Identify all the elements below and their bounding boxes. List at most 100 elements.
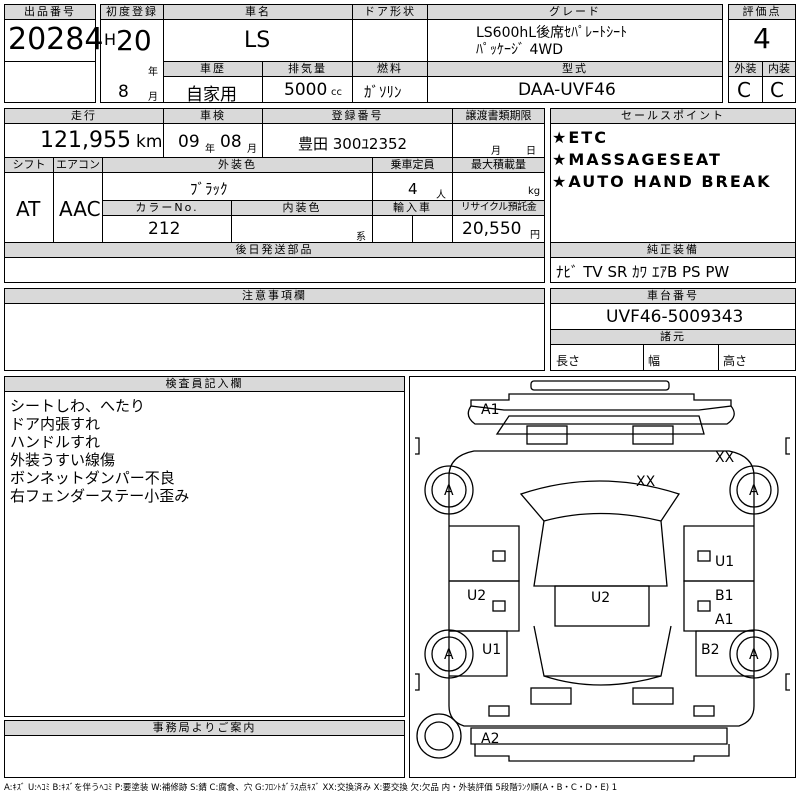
car-diagram-box [409,376,796,778]
ext-color-header: 外装色 [102,157,373,173]
first-reg-year-unit: 年 [148,67,158,78]
inspector-note-2: ドア内張すれ [10,415,101,433]
mark-wheel-fl: A [444,483,454,499]
notes-header: 注意事項欄 [4,288,545,304]
car-diagram: A1 XX XX U2 U2 U1 U1 B1 A1 B2 A2 A A A A [415,380,790,762]
lot-number: 20284 [8,22,104,57]
inspection-header: 車検 [163,108,263,124]
first-reg-header: 初度登録 [100,4,164,20]
first-reg-month: 8 [118,82,129,102]
capacity-header: 乗車定員 [372,157,453,173]
aircon-value: AAC [59,197,101,221]
lot-no-lower-box [4,61,96,103]
transfer-day-unit: 日 [526,146,536,157]
car-name: LS [244,28,271,53]
sales-point-1: ★ETC [552,128,608,147]
mark-wheel-rr: A [749,647,759,663]
fuel-header: 燃料 [352,61,428,77]
first-reg-year: 20 [116,24,152,57]
height-label: 高さ [723,354,748,368]
inspector-note-3: ハンドルすれ [10,433,101,451]
displacement-unit: cc [331,87,342,98]
mark-left-front-door: U2 [467,588,486,604]
score-header: 評価点 [728,4,796,20]
mark-right-front-fender: XX [715,450,735,466]
mark-right-door-1: U1 [715,554,734,570]
score-value: 4 [753,22,771,55]
car-name-header: 車名 [163,4,353,20]
aircon-header: エアコン [53,157,103,173]
sales-points-header: セールスポイント [550,108,796,124]
capacity-value: 4 [408,180,418,198]
genuine-equip-header: 純正装備 [550,242,796,258]
grade-header: グレード [427,4,723,20]
max-load-unit: kg [528,186,541,197]
inspection-year: 09 [178,132,200,152]
sales-point-3: ★AUTO HAND BREAK [552,172,772,191]
grade-line-2: ﾊﾟｯｹｰｼﾞ 4WD [476,42,563,58]
grade-line-1: LS600hL後席ｾﾊﾟﾚｰﾄｼｰﾄ [476,25,628,41]
exterior-grade: C [737,78,751,102]
history-value: 自家用 [186,85,237,105]
model-header: 型式 [427,61,723,77]
model-value: DAA-UVF46 [518,80,616,100]
displacement-value: 5000 [284,80,328,100]
max-load-header: 最大積載量 [452,157,545,173]
door-header: ドア形状 [352,4,428,20]
mark-right-rear-door: B2 [701,642,720,658]
sales-point-2: ★MASSAGESEAT [552,150,722,169]
inspector-note-6: 右フェンダーステー小歪み [10,487,190,505]
mileage-unit: km [136,132,163,152]
inspection-month: 08 [220,132,242,152]
first-reg-era: H [104,30,117,49]
inspector-note-1: シートしわ、へたり [10,397,146,415]
interior-grade: C [770,78,784,102]
mark-left-rear-door: U1 [482,642,501,658]
exterior-header: 外装 [728,61,763,77]
mark-wheel-fr: A [749,483,759,499]
chassis-header: 車台番号 [550,288,796,304]
width-label: 幅 [648,354,661,368]
mark-roof: U2 [591,590,610,606]
dimensions-divider-1 [643,345,644,371]
recycle-header: リサイクル預託金 [452,200,545,216]
history-header: 車歴 [163,61,263,77]
inspector-note-4: 外装うすい線傷 [10,451,116,469]
length-label: 長さ [556,354,581,368]
shift-value: AT [16,197,41,221]
mark-right-door-3: A1 [715,612,733,628]
mark-front-bumper: A1 [481,402,499,418]
recycle-value: 20,550 [462,219,522,239]
displacement-header: 排気量 [262,61,353,77]
mark-rear-bumper: A2 [481,731,499,747]
transfer-due-header: 譲渡書類期限 [452,108,545,124]
transfer-month-unit: 月 [491,146,501,157]
lot-no-header: 出品番号 [4,4,96,20]
office-info-header: 事務局よりご案内 [4,720,405,736]
mileage-header: 走行 [4,108,164,124]
int-color-header: 内装色 [231,200,373,216]
mark-right-door-2: B1 [715,588,734,604]
inspection-year-unit: 年 [205,144,215,155]
interior-header: 内装 [762,61,796,77]
dimensions-divider-2 [718,345,719,371]
inspection-month-unit: 月 [247,144,257,155]
later-parts-header: 後日発送部品 [4,242,545,258]
mark-wheel-rl: A [444,647,454,663]
shift-header: シフト [4,157,54,173]
int-color-unit: 系 [356,232,366,243]
ext-color-value: ﾌﾞﾗｯｸ [190,180,228,198]
legend: A:ｷｽﾞ U:ﾍｺﾐ B:ｷｽﾞを伴うﾍｺﾐ P:要塗装 W:補修跡 S:錆 … [4,783,618,793]
import-divider [412,216,413,243]
chassis-value: UVF46-5009343 [606,307,744,327]
dimensions-header: 諸元 [550,329,796,345]
fuel-value: ｶﾞｿﾘﾝ [364,83,402,101]
capacity-unit: 人 [436,190,446,201]
recycle-unit: 円 [530,230,540,241]
mark-bonnet: XX [636,474,656,490]
reg-no-value: 豊田 300ﾕ2352 [298,135,408,153]
import-header: 輸入車 [372,200,453,216]
genuine-equip-value: ﾅﾋﾞ TV SR ｶﾜ ｴｱB PS PW [556,263,730,281]
first-reg-month-unit: 月 [148,92,158,103]
mileage-value: 121,955 [40,128,131,153]
